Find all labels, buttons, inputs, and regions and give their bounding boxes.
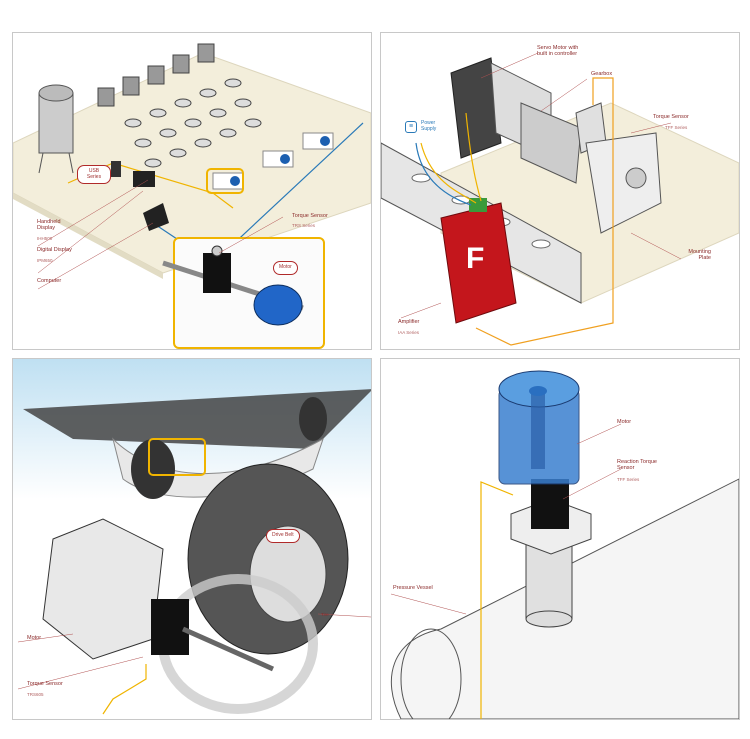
panel-solar-car: Drive Belt Tire Motor Torque Sensor TRS6… [12, 358, 372, 720]
solar-panel-icon [23, 389, 371, 449]
torque-sensor-label: Torque Sensor [292, 213, 328, 219]
reaction-series-label: TFF Series [617, 477, 640, 482]
solar-car-illustration [13, 359, 371, 715]
panel-factory-system: USB Series Handheld Display IHH500 Digit… [12, 32, 372, 350]
reaction-torque-sensor-label: Reaction Torque Sensor [617, 459, 657, 472]
motor-callout: Motor [273, 261, 298, 275]
mounting-bracket-icon [585, 132, 662, 234]
torque-model-label: TRS605 [27, 692, 44, 697]
usb-series-callout: USB Series [77, 165, 111, 184]
computer-label: Computer [37, 278, 62, 284]
panel-servo-motor: F Servo Motor with built in controller G… [380, 32, 740, 350]
tire-label: Tire [321, 612, 329, 617]
gearbox-label: Gearbox [591, 71, 613, 77]
mounting-plate-label: Mounting Plate [688, 249, 711, 262]
reaction-torque-sensor-icon [531, 479, 569, 529]
digital-display-label: Digital Display [37, 247, 72, 253]
motor-label: Motor [27, 635, 42, 641]
torque-series-label: TFF Series [665, 125, 688, 130]
servo-motor-label: Servo Motor with built in controller [537, 45, 579, 58]
torque-sensor-label: Torque Sensor [27, 681, 63, 687]
servo-motor-icon [450, 57, 502, 159]
pressure-vessel-illustration [390, 370, 739, 719]
motor-label: Motor [617, 419, 632, 425]
motor-icon [253, 284, 303, 326]
torque-sensor-label: Torque Sensor [653, 114, 689, 120]
handheld-display-label: Handheld Display [37, 219, 61, 232]
amplifier-series-label: IAA Series [398, 330, 420, 335]
digital-display-icon [133, 171, 155, 187]
pressure-vessel-label: Pressure Vessel [393, 585, 433, 591]
silo-icon [38, 84, 74, 174]
gearbox-icon [520, 102, 582, 184]
handheld-model-label: IHH500 [37, 236, 53, 241]
factory-illustration [13, 43, 371, 349]
digital-model-label: IPM650 [37, 258, 53, 263]
panel-pressure-vessel: Motor Reaction Torque Sensor TFF Series … [380, 358, 740, 720]
drive-belt-callout: Drive Belt [266, 529, 300, 543]
torque-sensor-icon [151, 599, 189, 655]
laptop-icon [143, 203, 169, 231]
handheld-display-icon [111, 161, 121, 177]
servo-illustration: F [381, 52, 739, 346]
torque-series-label: TRS Series [292, 223, 316, 228]
svg-text:F: F [466, 242, 484, 275]
amplifier-label: Amplifier [398, 319, 420, 325]
power-supply-icon: ≡ [405, 121, 417, 133]
power-supply-label: Power Supply [421, 120, 437, 132]
motor-icon [42, 518, 164, 660]
torque-sensor-icon [203, 253, 231, 293]
